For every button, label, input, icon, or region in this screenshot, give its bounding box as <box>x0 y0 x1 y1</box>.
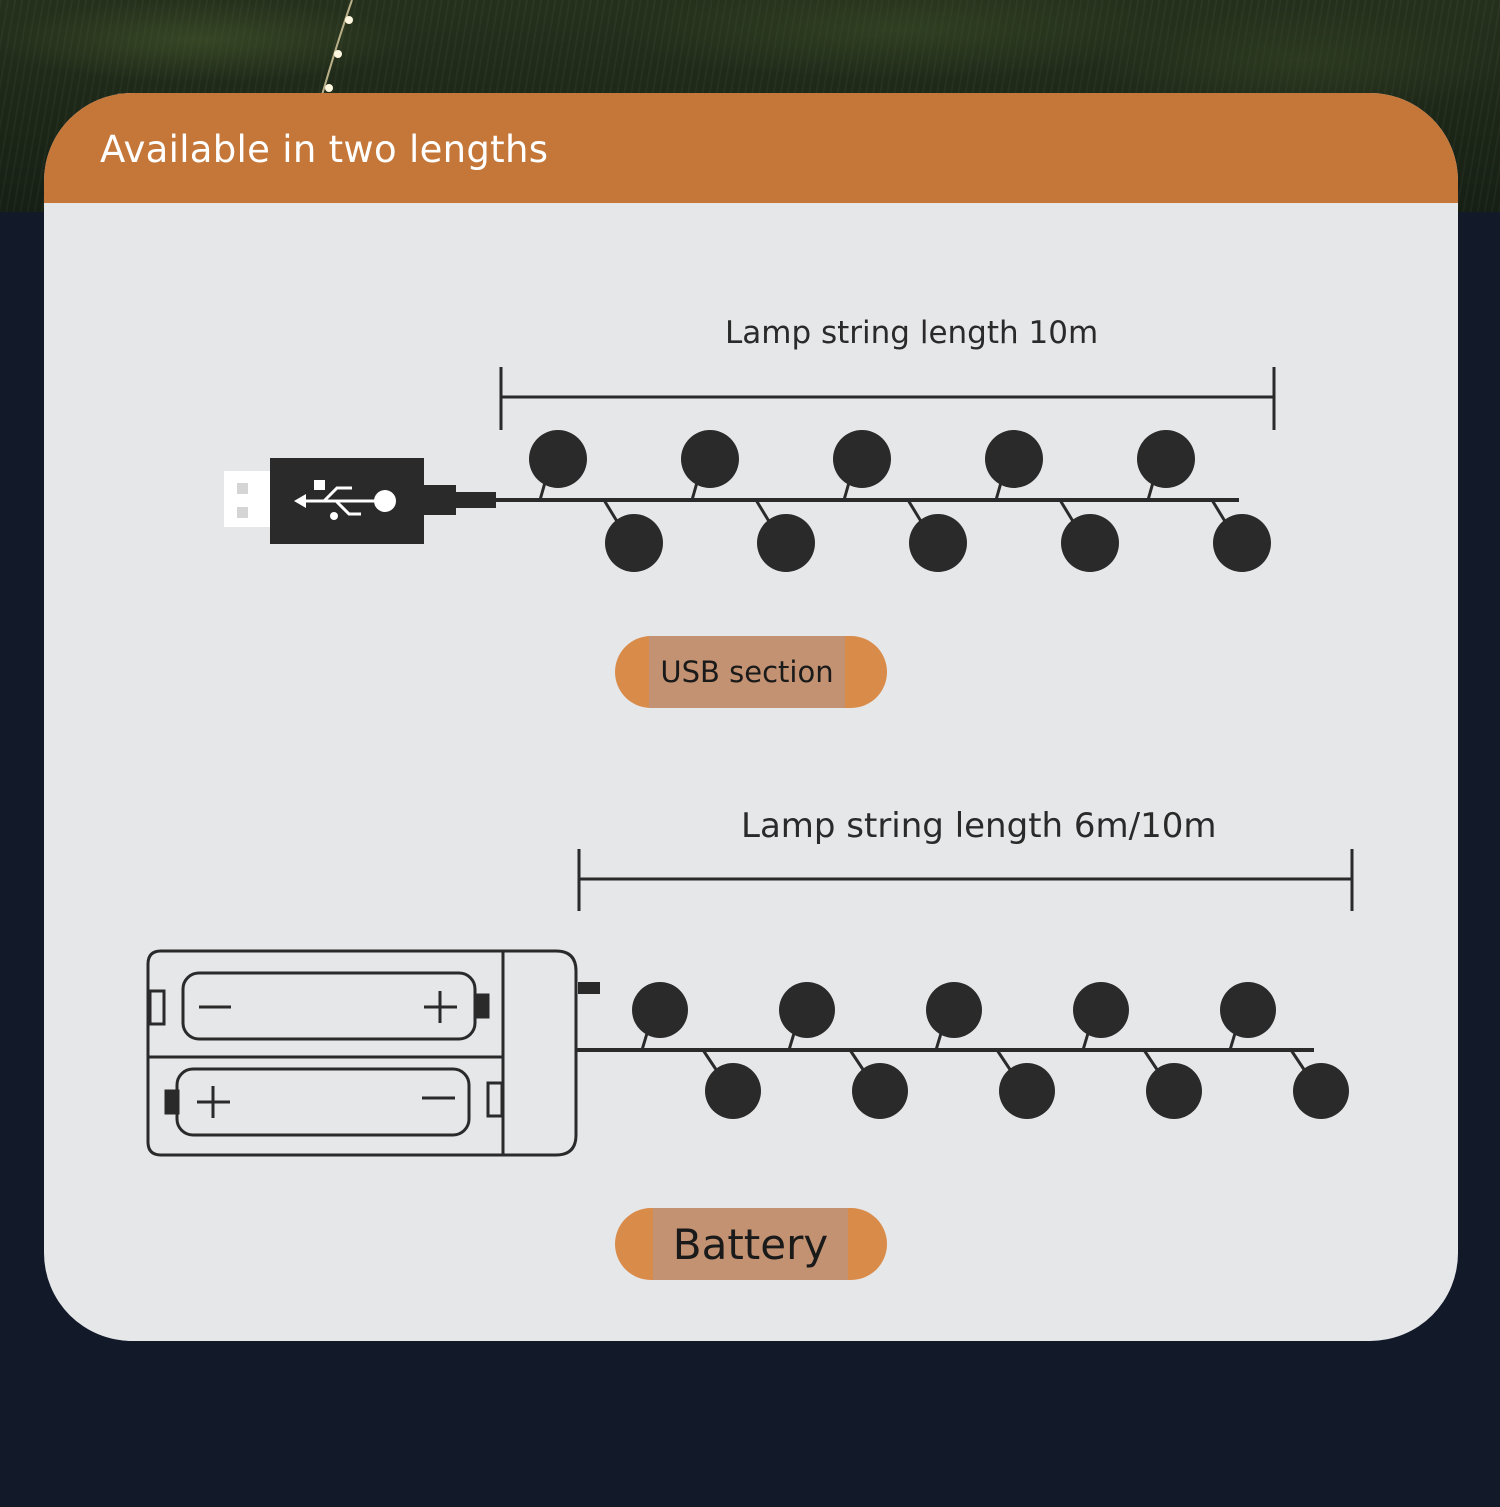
light-bulb-icon <box>1220 982 1276 1038</box>
fairy-light-wire-decoration <box>321 0 353 96</box>
usb-diagram <box>146 367 1354 1157</box>
battery-box-icon <box>146 949 600 1157</box>
light-bulb-icon <box>757 514 815 572</box>
light-bulb-icon <box>605 514 663 572</box>
light-bulb-icon <box>1213 514 1271 572</box>
light-bulb-icon <box>1293 1063 1349 1119</box>
light-bulb-icon <box>985 430 1043 488</box>
usb-section-tag-label: USB section <box>649 636 845 708</box>
light-bulb-icon <box>852 1063 908 1119</box>
light-bulb-stem <box>848 1049 866 1072</box>
light-bulb-stem <box>754 499 772 524</box>
light-bulb-stem <box>995 1049 1013 1072</box>
card-title: Available in two lengths <box>100 128 549 171</box>
light-bulb-stem <box>906 499 924 524</box>
light-bulb-stem <box>1142 1049 1160 1072</box>
battery-tag-label: Battery <box>653 1208 848 1280</box>
light-bulb-icon <box>1146 1063 1202 1119</box>
light-bulb-stem <box>1289 1049 1307 1072</box>
light-bulb-icon <box>1073 982 1129 1038</box>
battery-length-label: Lamp string length 6m/10m <box>741 806 1217 846</box>
battery-bulbs <box>632 982 1349 1119</box>
light-bulb-icon <box>1061 514 1119 572</box>
light-bulb-icon <box>529 430 587 488</box>
light-bulb-icon <box>926 982 982 1038</box>
light-bulb-icon <box>999 1063 1055 1119</box>
battery-dimension-line <box>577 849 1354 911</box>
battery-tag: Battery <box>615 1208 887 1280</box>
usb-length-label: Lamp string length 10m <box>725 315 1099 351</box>
light-bulb-icon <box>779 982 835 1038</box>
light-bulb-icon <box>833 430 891 488</box>
light-bulb-icon <box>909 514 967 572</box>
light-bulb-stem <box>1058 499 1076 524</box>
info-card: Available in two lengths Lamp string len… <box>44 93 1458 1341</box>
light-bulb-icon <box>1137 430 1195 488</box>
card-header: Available in two lengths <box>44 93 1458 203</box>
usb-dimension-line <box>499 367 1276 430</box>
light-bulb-stem <box>1210 499 1228 524</box>
usb-trident-icon <box>294 480 396 520</box>
light-bulb-stem <box>602 499 620 524</box>
light-bulb-icon <box>705 1063 761 1119</box>
light-bulb-icon <box>681 430 739 488</box>
usb-section-tag: USB section <box>615 636 887 708</box>
light-bulb-icon <box>632 982 688 1038</box>
usb-bulbs <box>529 430 1271 572</box>
light-bulb-stem <box>701 1049 719 1072</box>
